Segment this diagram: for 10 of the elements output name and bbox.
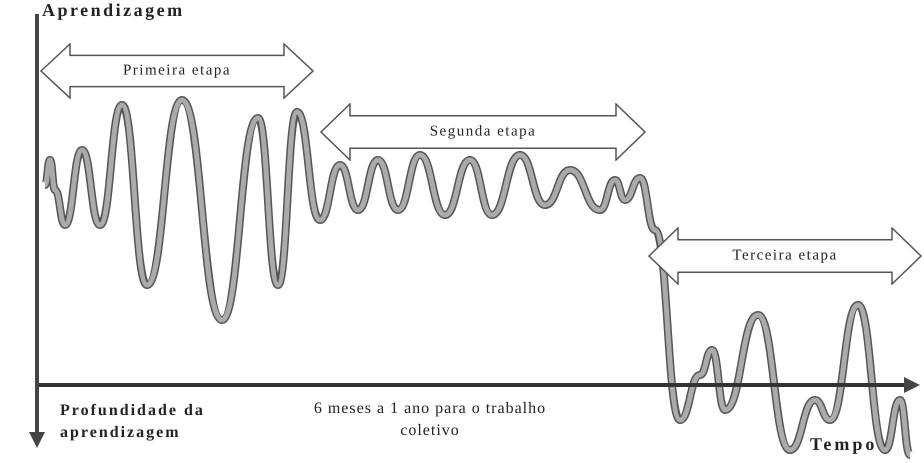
double-arrow	[40, 43, 314, 99]
double-arrow	[320, 103, 646, 161]
stage-label: Primeira etapa	[122, 62, 232, 80]
note-text: 6 meses a 1 ano para o trabalho coletivo	[312, 399, 548, 441]
axis-title: Aprendizagem	[42, 0, 185, 21]
axis-title: Profundidade da aprendizagem	[60, 401, 206, 443]
stage-label: Segunda etapa	[428, 124, 538, 140]
stage-label: Terceira etapa	[731, 248, 839, 264]
double-arrow	[648, 227, 922, 285]
axis-title: Tempo	[810, 434, 878, 455]
